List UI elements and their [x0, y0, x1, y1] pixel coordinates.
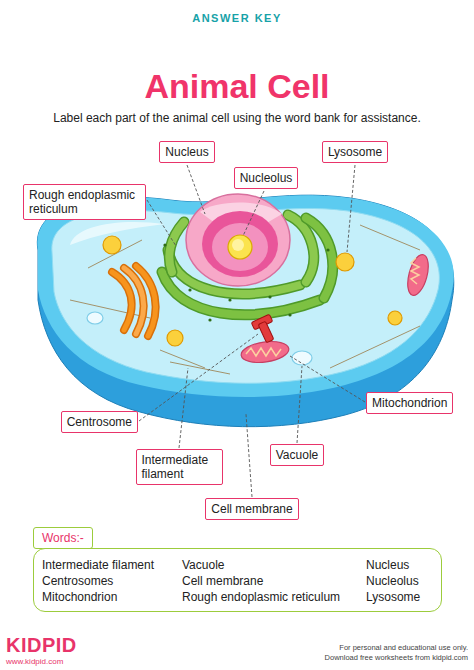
er-fold — [306, 218, 333, 298]
centriole — [258, 321, 274, 343]
part-name: Nucleolus — [240, 171, 293, 185]
website-url: www.kidpid.com — [6, 657, 63, 667]
nucleolus-core — [232, 239, 244, 251]
ribosome-dot — [188, 288, 191, 291]
golgi-apparatus — [112, 266, 156, 336]
golgi-outline — [112, 272, 132, 330]
leader-line — [347, 165, 355, 252]
part-label: Lysosome — [322, 141, 388, 163]
leader-line — [147, 200, 176, 246]
centrosome — [251, 314, 274, 343]
ribosome-dot — [208, 318, 211, 321]
golgi-sac — [112, 272, 132, 330]
word-bank-entry: Nucleolus — [366, 574, 419, 588]
word-bank-entry: Mitochondrion — [42, 590, 117, 604]
part-name: Mitochondrion — [372, 396, 447, 410]
leader-line — [139, 334, 258, 421]
mitochondrion — [240, 339, 290, 365]
part-name: Centrosome — [67, 415, 132, 429]
leader-line — [179, 368, 188, 448]
filament-line — [160, 350, 205, 368]
part-label: Nucleus — [159, 141, 214, 163]
word-bank-heading: Words:- — [42, 531, 84, 545]
nuclear-envelope — [186, 194, 290, 286]
cell-membrane-top — [37, 195, 453, 397]
ribosome-dot — [163, 243, 166, 246]
filament-line — [330, 326, 420, 368]
nucleoplasm — [202, 211, 278, 277]
ribosome-dot — [326, 248, 329, 251]
ribosome-dot — [228, 298, 231, 301]
mitochondria — [240, 252, 432, 365]
part-name: Cell membrane — [211, 502, 292, 516]
mitochondrion-cristae — [246, 348, 281, 356]
word-bank-entry: Lysosome — [366, 590, 420, 604]
cytoplasm — [52, 208, 440, 383]
er-outline — [306, 218, 333, 298]
leader-line — [290, 356, 365, 402]
nucleolus — [228, 235, 252, 259]
ribosome-dot — [288, 313, 291, 316]
ribosome-dot — [268, 295, 271, 298]
lysosome — [167, 330, 183, 346]
filament-line — [70, 300, 150, 318]
lysosome — [388, 311, 402, 325]
word-bank-entry: Nucleus — [366, 558, 409, 572]
brand-logo: KIDPID — [6, 634, 77, 656]
er-fold — [169, 222, 184, 272]
golgi-outline — [124, 268, 144, 334]
word-bank-entry: Vacuole — [182, 558, 224, 572]
leader-line — [246, 414, 252, 497]
er-outline — [169, 222, 184, 272]
golgi-outline — [136, 266, 156, 336]
golgi-sac — [136, 266, 156, 336]
leader-line — [187, 165, 205, 214]
lysosome — [336, 253, 354, 271]
nucleus — [186, 194, 290, 286]
page-title: Animal Cell — [0, 66, 474, 106]
word-bank-entry: Cell membrane — [182, 574, 263, 588]
part-name: Rough endoplasmic reticulum — [29, 188, 140, 216]
instruction-text: Label each part of the animal cell using… — [0, 110, 474, 126]
filaments — [70, 225, 420, 374]
word-bank-box: Intermediate filament Vacuole NucleusCentr… — [33, 548, 442, 612]
part-label: Rough endoplasmic reticulum — [23, 184, 146, 220]
part-label: Centrosome — [61, 411, 138, 433]
leader-lines — [139, 165, 365, 497]
golgi-sac — [124, 268, 144, 334]
word-bank-tab: Words:- — [33, 527, 93, 549]
part-label: Intermediate filament — [136, 449, 223, 485]
answer-key-banner: ANSWER KEY — [0, 11, 474, 25]
usage-note: For personal and educational use only. — [339, 643, 468, 652]
part-name: Nucleus — [165, 145, 208, 159]
filament-line — [360, 225, 420, 250]
filament-line — [170, 362, 230, 374]
part-label: Mitochondrion — [366, 392, 453, 414]
part-label: Cell membrane — [205, 498, 298, 520]
vacuole — [87, 312, 103, 324]
part-label: Vacuole — [270, 444, 324, 466]
nucleoplasm-inner — [212, 223, 268, 271]
part-name: Intermediate filament — [142, 453, 217, 481]
mitochondrion-cristae — [411, 258, 419, 284]
lysosome — [103, 236, 121, 254]
vacuoles — [87, 312, 312, 365]
word-bank-entry: Rough endoplasmic reticulum — [182, 590, 340, 604]
leader-line — [243, 191, 264, 236]
word-bank-entry: Centrosomes — [42, 574, 113, 588]
download-note: Download free worksheets from kidpid.com — [325, 653, 468, 662]
mitochondrion — [404, 252, 432, 297]
part-label: Nucleolus — [234, 167, 299, 189]
vacuole — [292, 351, 312, 365]
leader-line — [297, 366, 302, 443]
cell-body — [37, 195, 453, 427]
part-name: Lysosome — [328, 145, 382, 159]
word-bank-entry: Intermediate filament — [42, 558, 154, 572]
cell-membrane-side — [37, 195, 453, 427]
part-name: Vacuole — [276, 448, 318, 462]
lysosomes — [103, 236, 402, 346]
